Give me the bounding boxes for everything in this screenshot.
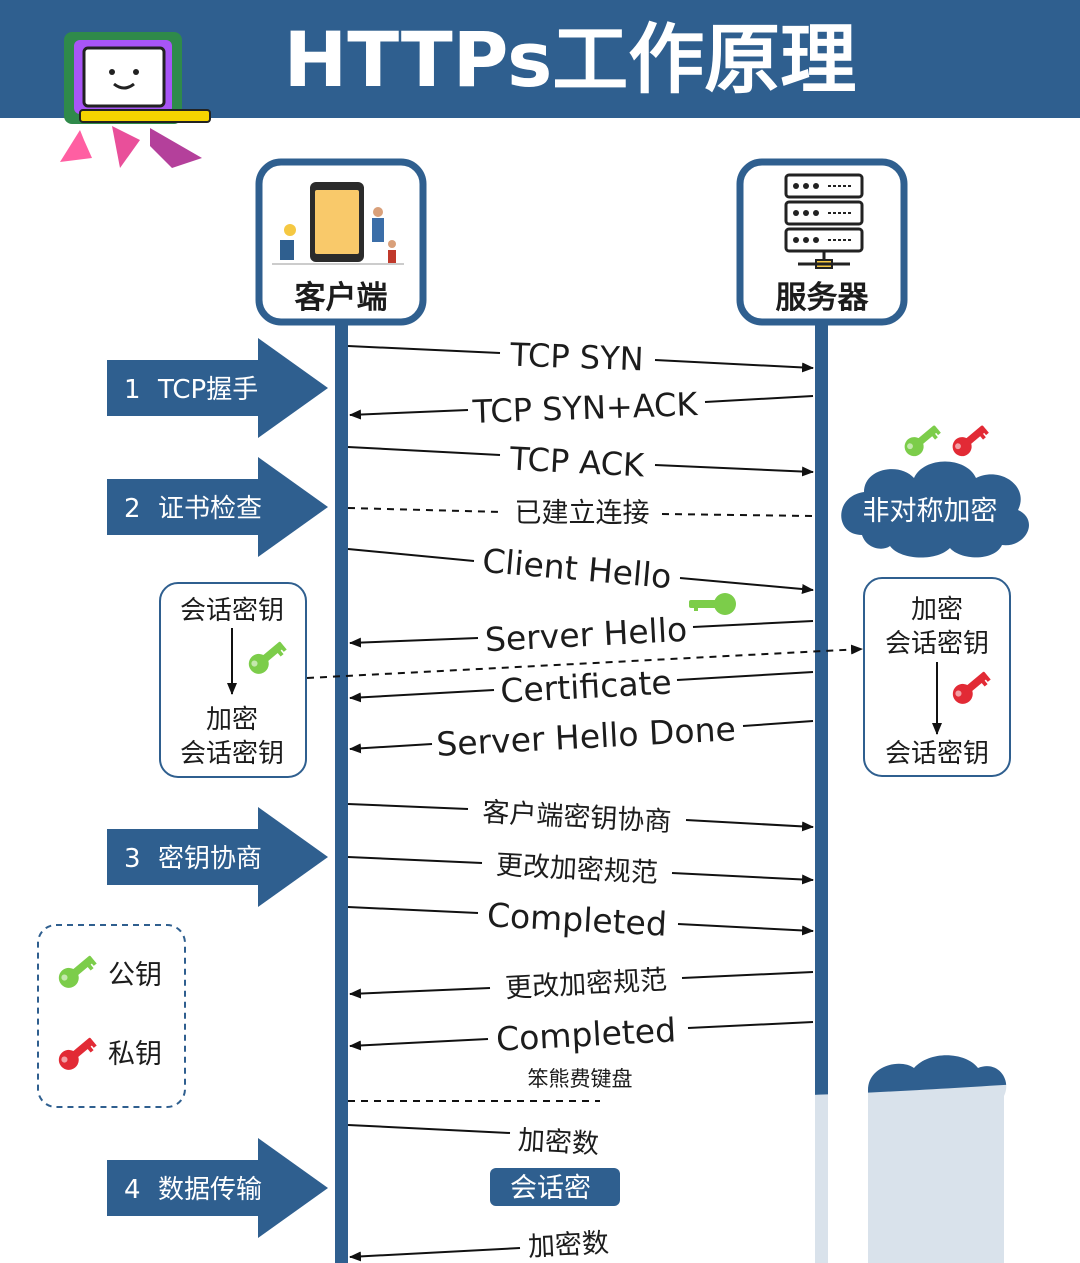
- message-certificate: Certificate: [349, 663, 814, 711]
- message-server-hello: Server Hello: [349, 610, 814, 660]
- box-label: 加密: [206, 705, 258, 735]
- stage-label: 密钥协商: [158, 844, 262, 874]
- message-change-cipher-spec-client: 更改加密规范: [347, 850, 814, 889]
- green-key-icon: [900, 420, 943, 461]
- message-completed-server: Completed: [349, 1010, 814, 1059]
- cloud-label: 非对称加密: [863, 496, 998, 527]
- watermark: 笨熊费键盘: [528, 1067, 633, 1091]
- message-server-hello-done: Server Hello Done: [349, 709, 814, 764]
- asymmetric-cloud: 非对称加密: [841, 461, 1029, 558]
- red-key-icon: [948, 420, 991, 461]
- client-label: 客户端: [295, 280, 388, 316]
- client-lifeline: [335, 322, 348, 1263]
- message-label: Server Hello: [484, 610, 688, 660]
- message-label: TCP SYN+ACK: [471, 385, 699, 431]
- message-label: Completed: [495, 1010, 677, 1058]
- message-completed-client: Completed: [347, 895, 814, 944]
- box-label: 会话密钥: [885, 629, 989, 659]
- stage-number: 2: [124, 494, 141, 524]
- message-connection-established: 已建立连接: [347, 498, 814, 529]
- session-key-transfer-arrow: [306, 644, 863, 679]
- box-label: 会话密钥: [180, 739, 284, 769]
- stage-number: 3: [124, 844, 141, 874]
- message-label: Certificate: [499, 663, 672, 711]
- server-session-key-box: 加密 会话密钥 会话密钥: [863, 577, 1011, 777]
- message-encrypted-data-client: 加密数: [347, 1100, 600, 1160]
- message-client-key-exchange: 客户端密钥协商: [347, 797, 814, 838]
- message-label: Server Hello Done: [435, 709, 736, 764]
- message-tcp-ack: TCP ACK: [347, 439, 814, 485]
- stage-key-negotiation: 3 密钥协商: [107, 807, 328, 907]
- message-label: 加密数: [517, 1125, 600, 1160]
- message-label: TCP ACK: [508, 439, 646, 484]
- session-key-tag-label: 会话密: [510, 1173, 591, 1204]
- message-label: TCP SYN: [509, 336, 645, 379]
- message-label: 更改加密规范: [504, 965, 667, 1004]
- client-actor: 客户端: [255, 158, 427, 326]
- laptop-mascot-icon: [60, 32, 211, 168]
- stage-data-transfer: 4 数据传输: [107, 1138, 328, 1238]
- client-session-key-box: 会话密钥 加密 会话密钥: [159, 582, 307, 778]
- message-label: 更改加密规范: [495, 850, 658, 889]
- message-label: 已建立连接: [515, 498, 650, 529]
- message-label: Client Hello: [481, 541, 673, 596]
- box-label: 加密: [911, 595, 963, 625]
- message-change-cipher-spec-server: 更改加密规范: [349, 965, 814, 1004]
- page-title: HTTPs工作原理: [284, 15, 857, 104]
- message-tcp-syn-ack: TCP SYN+ACK: [349, 385, 814, 431]
- message-label: Completed: [486, 895, 668, 943]
- stage-number: 4: [124, 1175, 141, 1205]
- glare-overlay: [610, 1080, 1080, 1263]
- box-label: 会话密钥: [180, 596, 284, 626]
- message-client-hello: Client Hello: [347, 541, 814, 596]
- message-encrypted-data-server: 加密数: [349, 1228, 610, 1263]
- message-label: 客户端密钥协商: [482, 797, 672, 838]
- box-label: 会话密钥: [885, 739, 989, 769]
- legend: 公钥 私钥: [37, 924, 186, 1108]
- stage-label: 证书检查: [158, 494, 262, 524]
- server-label: 服务器: [776, 280, 870, 316]
- stage-tcp-handshake: 1 TCP握手: [107, 338, 328, 438]
- legend-private-key: 私钥: [108, 1039, 162, 1070]
- message-tcp-syn: TCP SYN: [347, 336, 814, 379]
- message-label: 加密数: [527, 1228, 610, 1263]
- stage-certificate-check: 2 证书检查: [107, 457, 328, 557]
- session-key-tag: 会话密: [490, 1168, 620, 1206]
- green-key-icon: [689, 593, 736, 615]
- legend-public-key: 公钥: [108, 960, 162, 991]
- server-actor: 服务器: [736, 158, 908, 326]
- smartphone-illustration-icon: [272, 182, 404, 265]
- stage-label: TCP握手: [157, 375, 258, 405]
- stage-number: 1: [124, 375, 141, 405]
- server-rack-icon: [784, 173, 864, 269]
- server-lifeline: [815, 322, 828, 1263]
- stage-label: 数据传输: [158, 1175, 262, 1205]
